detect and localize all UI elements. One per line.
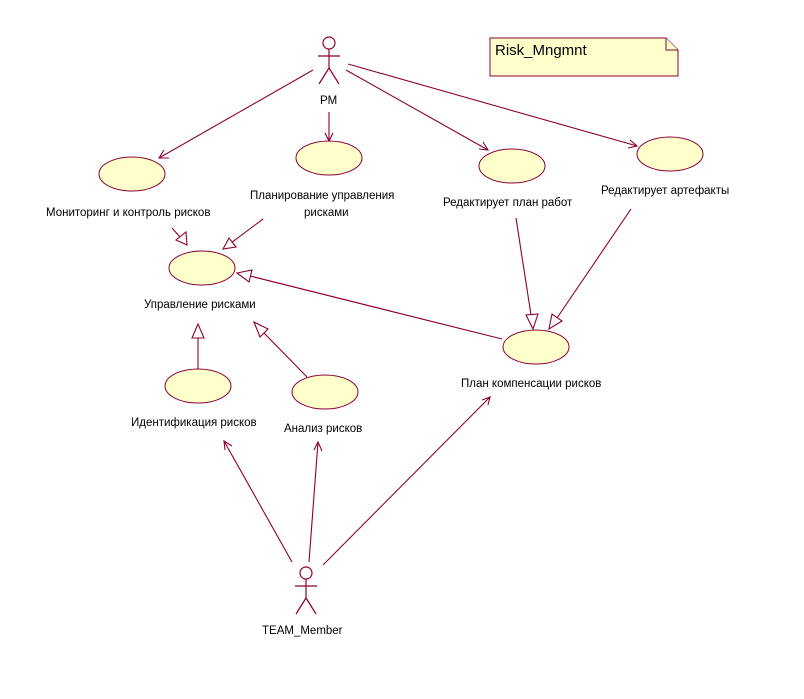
generalization-compensation-management[interactable] bbox=[235, 269, 503, 340]
generalization-planning-management[interactable] bbox=[221, 218, 264, 250]
diagram-note[interactable]: Risk_Mngmnt bbox=[489, 37, 679, 77]
generalization-analysis-management[interactable] bbox=[252, 320, 308, 378]
use-case-identification-label: Идентификация рисков bbox=[131, 417, 257, 429]
association-team-analysis[interactable] bbox=[308, 440, 323, 563]
generalization-monitoring-management[interactable] bbox=[171, 227, 188, 246]
association-pm-monitoring[interactable] bbox=[158, 69, 314, 159]
use-case-planning[interactable]: Планирование управления рисками bbox=[250, 140, 394, 219]
association-pm-planning[interactable] bbox=[324, 112, 334, 143]
generalization-edit-plan-compensation[interactable] bbox=[515, 217, 539, 331]
use-case-analysis[interactable]: Анализ рисков bbox=[284, 374, 362, 435]
generalization-edit-artifacts-compensation[interactable] bbox=[548, 208, 632, 331]
actor-team-member[interactable]: TEAM_Member bbox=[262, 566, 343, 637]
actor-pm[interactable]: PM bbox=[318, 36, 340, 107]
generalization-identification-management[interactable] bbox=[191, 322, 205, 369]
use-case-compensation-label: План компенсации рисков bbox=[461, 378, 601, 390]
use-case-monitoring-label: Мониторинг и контроль рисков bbox=[46, 207, 210, 219]
use-case-edit-plan[interactable]: Редактирует план работ bbox=[443, 148, 573, 209]
association-pm-edit-plan[interactable] bbox=[345, 69, 490, 151]
use-case-planning-label-2: рисками bbox=[304, 207, 349, 219]
use-case-management[interactable]: Управление рисками bbox=[144, 250, 256, 311]
actor-pm-label: PM bbox=[320, 95, 337, 107]
use-case-edit-artifacts[interactable]: Редактирует артефакты bbox=[601, 136, 729, 197]
use-case-planning-label-1: Планирование управления bbox=[250, 190, 394, 202]
use-case-management-label: Управление рисками bbox=[144, 299, 256, 311]
use-case-identification[interactable]: Идентификация рисков bbox=[131, 368, 257, 429]
use-case-compensation[interactable]: План компенсации рисков bbox=[461, 329, 601, 390]
use-case-edit-artifacts-label: Редактирует артефакты bbox=[601, 185, 729, 197]
association-team-identification[interactable] bbox=[223, 439, 293, 563]
use-case-monitoring[interactable]: Мониторинг и контроль рисков bbox=[46, 156, 210, 219]
association-team-compensation[interactable] bbox=[322, 396, 491, 566]
use-case-edit-plan-label: Редактирует план работ bbox=[443, 197, 573, 209]
note-title: Risk_Mngmnt bbox=[495, 42, 588, 59]
actor-team-member-label: TEAM_Member bbox=[262, 625, 343, 637]
association-pm-edit-artifacts[interactable] bbox=[347, 63, 639, 149]
use-case-analysis-label: Анализ рисков bbox=[284, 423, 362, 435]
